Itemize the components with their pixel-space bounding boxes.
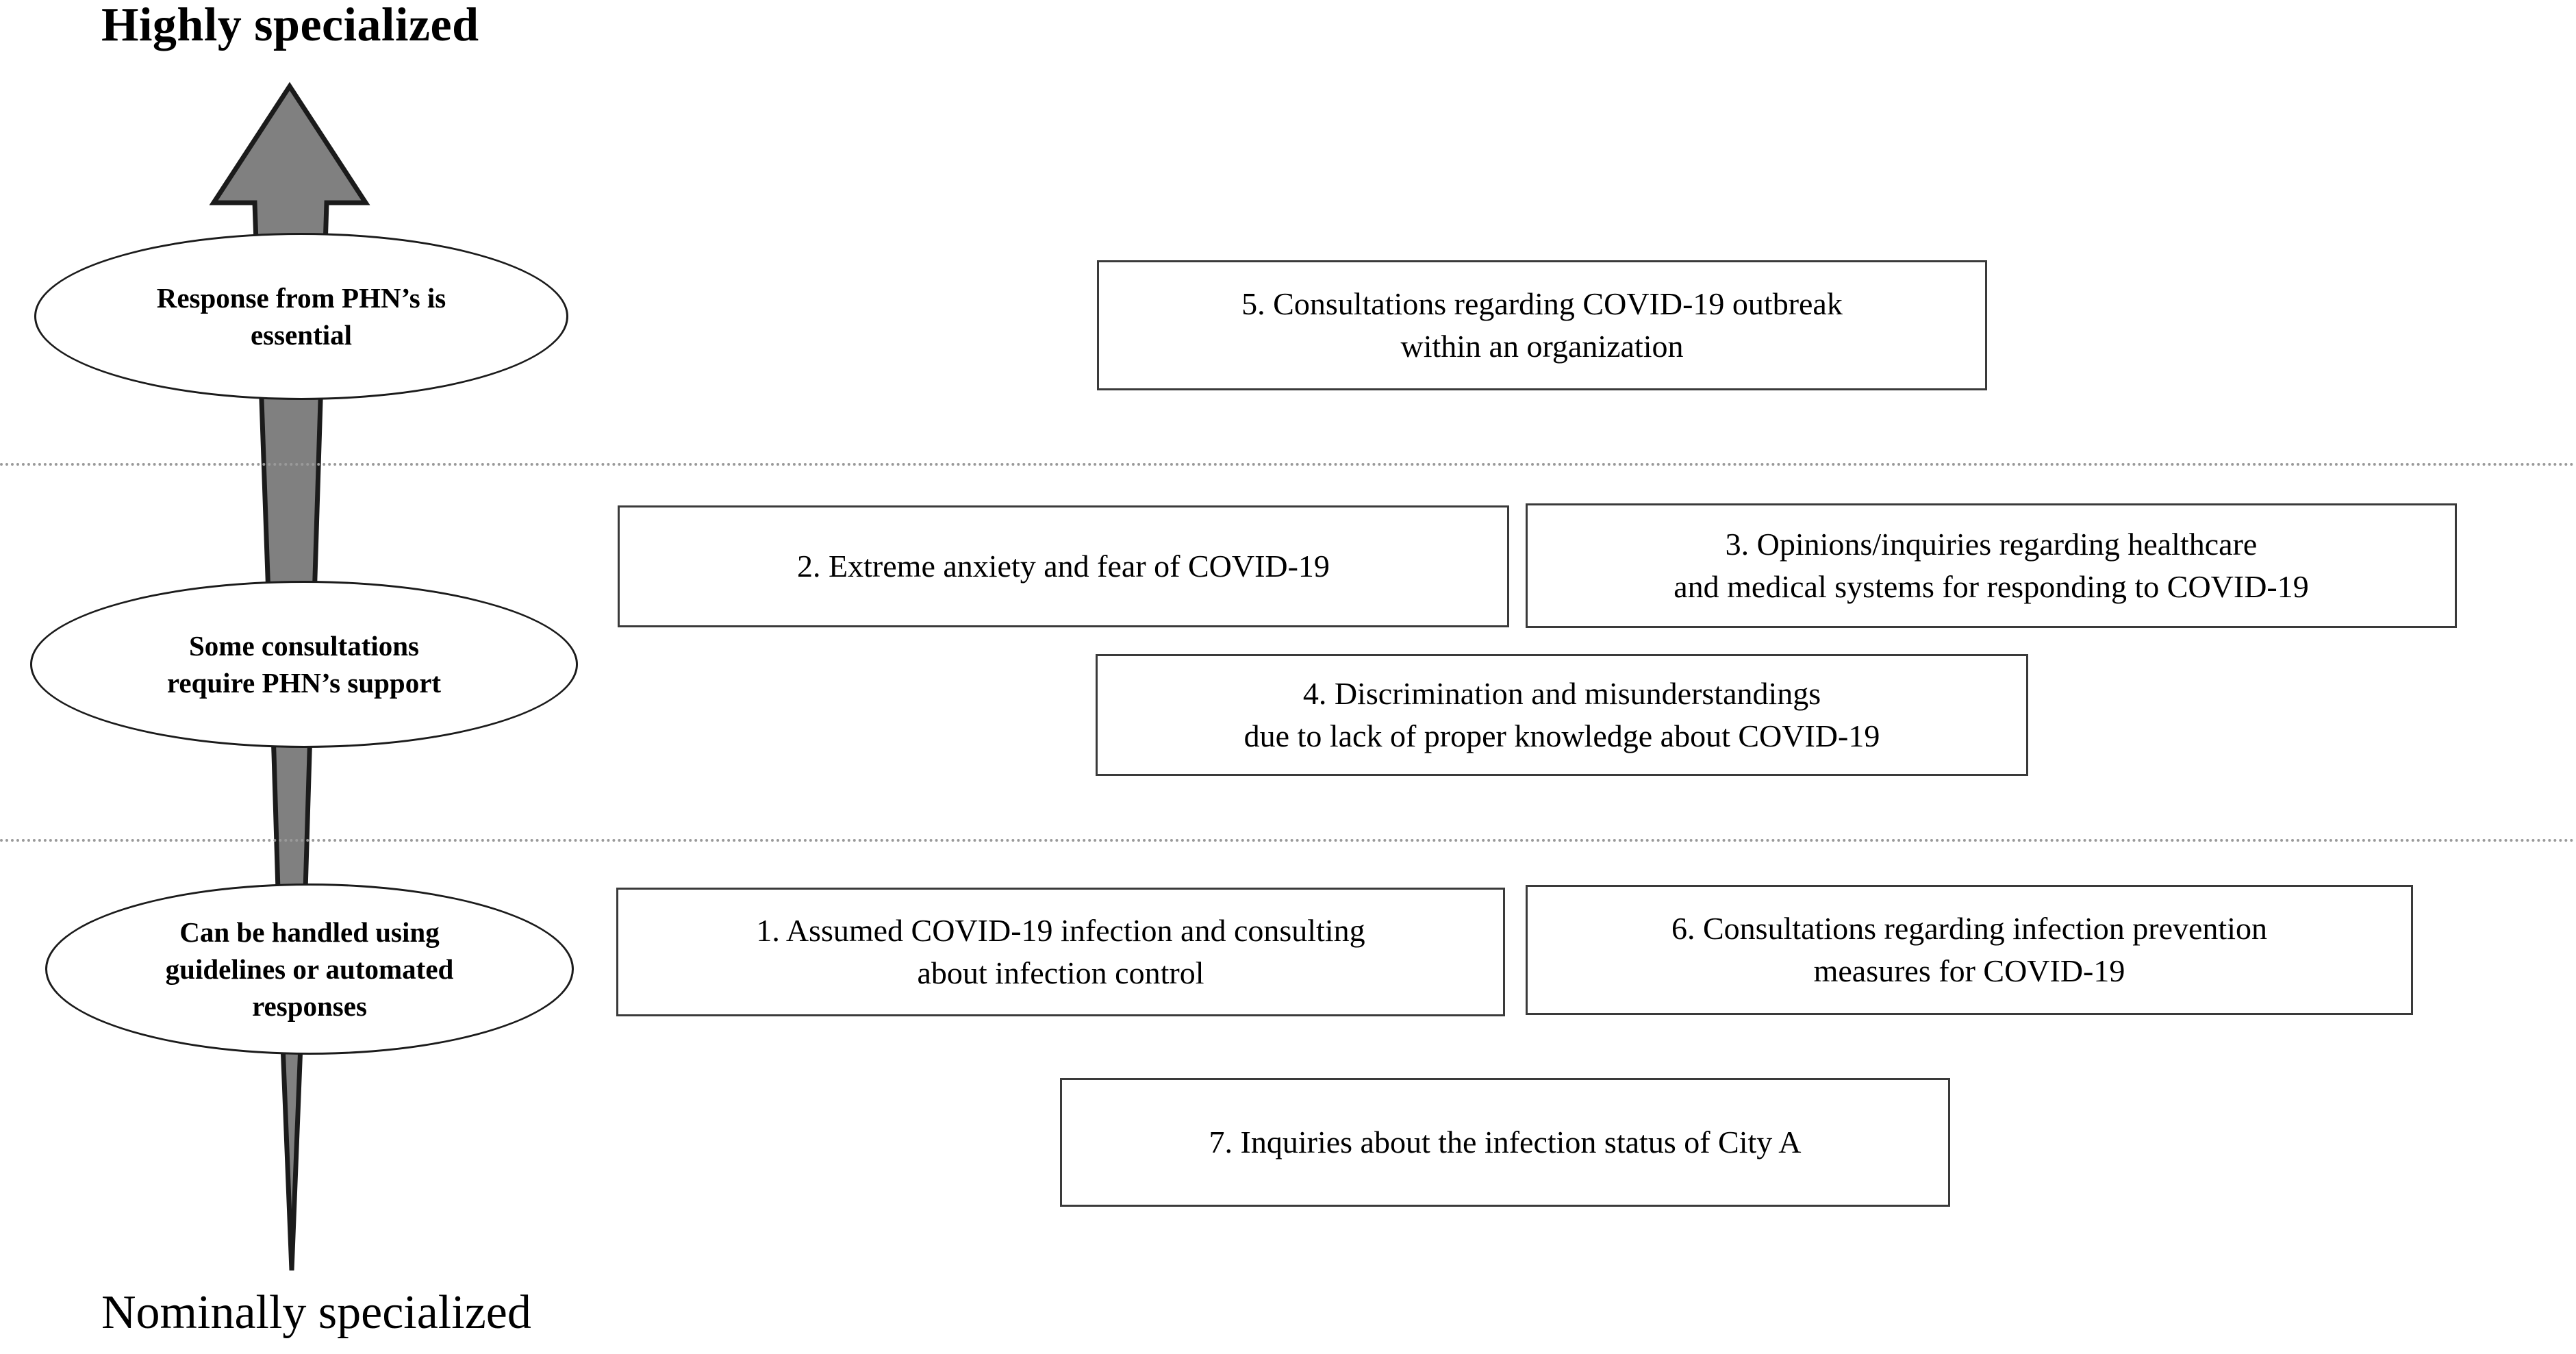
category-box-1: 1. Assumed COVID-19 infection and consul… <box>616 888 1505 1016</box>
category-box-line-2: due to lack of proper knowledge about CO… <box>1243 718 1880 753</box>
level-line-1: Response from PHN’s is <box>156 281 446 314</box>
category-box-line-2: within an organization <box>1400 329 1684 364</box>
level-line-2: essential <box>250 319 353 351</box>
level-line-3: responses <box>252 990 367 1023</box>
category-box-7: 7. Inquiries about the infection status … <box>1060 1078 1950 1207</box>
category-box-2: 2. Extreme anxiety and fear of COVID-19 <box>618 505 1509 627</box>
category-box-line-1: 3. Opinions/inquiries regarding healthca… <box>1725 527 2258 562</box>
level-ellipse-response-essential: Response from PHN’s is essential <box>34 233 568 400</box>
axis-top-label: Highly specialized <box>101 0 479 51</box>
category-box-line-1: 7. Inquiries about the infection status … <box>1209 1125 1802 1160</box>
category-box-4: 4. Discrimination and misunderstandings … <box>1096 654 2028 776</box>
axis-bottom-label: Nominally specialized <box>101 1286 531 1339</box>
category-box-line-1: 5. Consultations regarding COVID-19 outb… <box>1241 286 1843 322</box>
category-box-line-1: 1. Assumed COVID-19 infection and consul… <box>756 913 1365 949</box>
band-divider-lower <box>0 839 2576 842</box>
category-box-5: 5. Consultations regarding COVID-19 outb… <box>1097 260 1987 390</box>
category-box-line-1: 2. Extreme anxiety and fear of COVID-19 <box>797 549 1330 584</box>
level-ellipse-some-consultations: Some consultations require PHN’s support <box>30 581 578 748</box>
category-box-line-2: measures for COVID-19 <box>1813 953 2125 988</box>
category-box-line-2: about infection control <box>917 955 1204 990</box>
level-ellipse-can-be-handled: Can be handled using guidelines or autom… <box>45 883 574 1055</box>
level-line-1: Some consultations <box>188 629 419 662</box>
level-line-2: require PHN’s support <box>166 667 442 699</box>
level-line-2: guidelines or automated <box>165 953 454 985</box>
band-divider-upper <box>0 463 2576 466</box>
category-box-line-1: 6. Consultations regarding infection pre… <box>1671 911 2267 946</box>
category-box-line-2: and medical systems for responding to CO… <box>1674 569 2309 604</box>
level-line-1: Can be handled using <box>179 916 440 948</box>
category-box-6: 6. Consultations regarding infection pre… <box>1526 885 2413 1015</box>
category-box-line-1: 4. Discrimination and misunderstandings <box>1302 676 1821 712</box>
category-box-3: 3. Opinions/inquiries regarding healthca… <box>1526 503 2457 628</box>
